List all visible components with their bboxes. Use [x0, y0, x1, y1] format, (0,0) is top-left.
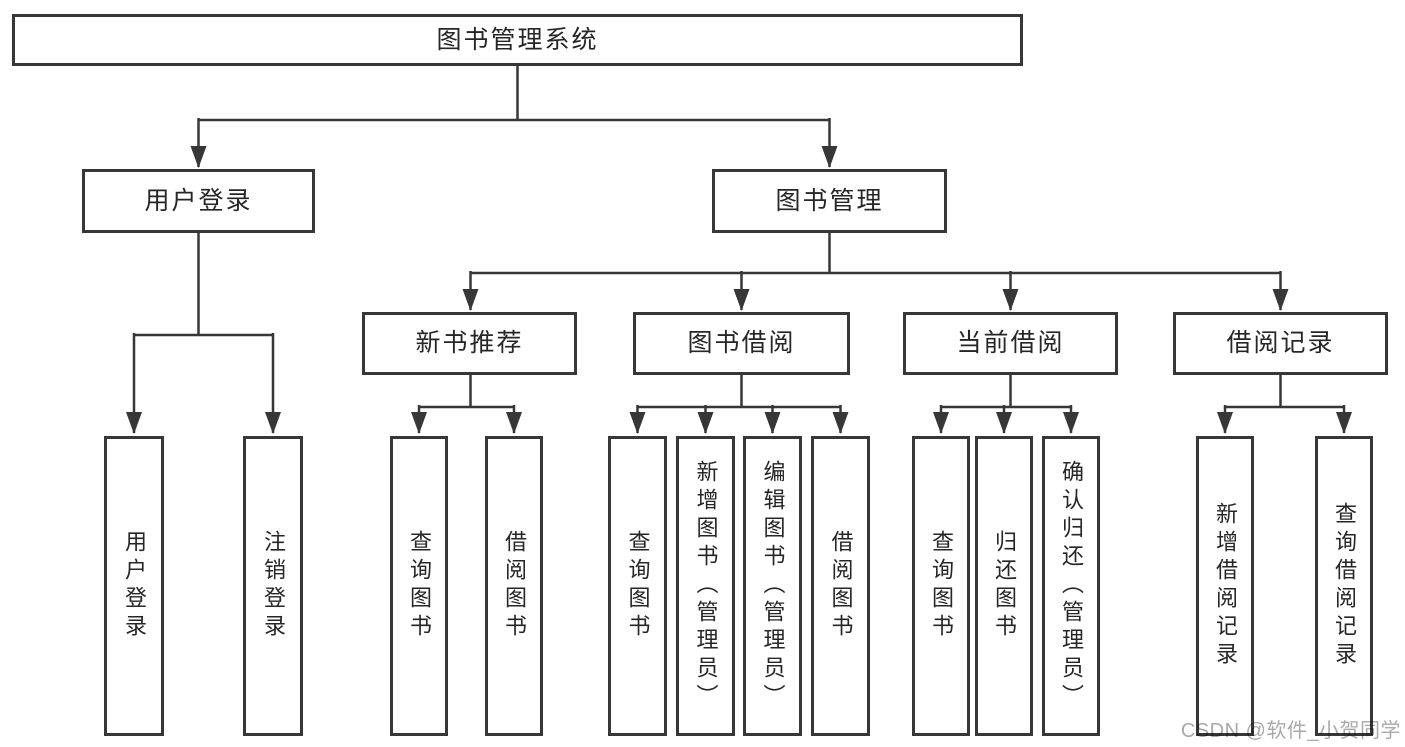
leaf-borrow-books-recommend-label: 借阅图书 — [502, 530, 527, 642]
edges-borrow-records-children — [1217, 375, 1352, 434]
leaf-add-borrow-record: 新增借阅记录 — [1196, 436, 1254, 736]
leaf-query-borrow-record: 查询借阅记录 — [1315, 436, 1373, 736]
leaf-edit-books: 编辑图书（管理员） — [743, 436, 802, 736]
leaf-logout: 注销登录 — [243, 436, 303, 736]
leaf-confirm-return-label: 确认归还（管理员） — [1059, 460, 1084, 712]
node-user-login: 用户登录 — [82, 169, 315, 233]
node-book-borrow-label: 图书借阅 — [687, 329, 796, 357]
leaf-borrow-books-borrow-label: 借阅图书 — [828, 530, 854, 642]
node-root: 图书管理系统 — [12, 14, 1023, 66]
leaf-user-login: 用户登录 — [104, 436, 164, 736]
leaf-query-books-borrow-label: 查询图书 — [625, 530, 651, 642]
leaf-query-books-borrow: 查询图书 — [608, 436, 667, 736]
node-new-book-recommend-label: 新书推荐 — [415, 329, 524, 357]
watermark: CSDN @软件_小贺同学 — [1180, 720, 1401, 742]
leaf-logout-label: 注销登录 — [261, 530, 286, 642]
node-book-borrow: 图书借阅 — [633, 312, 850, 375]
node-borrow-records-label: 借阅记录 — [1226, 329, 1335, 357]
node-current-borrow: 当前借阅 — [903, 312, 1118, 375]
leaf-user-login-label: 用户登录 — [122, 530, 147, 642]
leaf-borrow-books-borrow: 借阅图书 — [811, 436, 870, 736]
leaf-query-borrow-record-label: 查询借阅记录 — [1332, 502, 1357, 670]
leaf-query-books-recommend: 查询图书 — [390, 436, 448, 736]
edges-book-borrow-children — [629, 375, 849, 434]
leaf-add-borrow-record-label: 新增借阅记录 — [1213, 502, 1238, 670]
leaf-return-books-label: 归还图书 — [992, 530, 1017, 642]
leaf-query-books-recommend-label: 查询图书 — [407, 530, 432, 642]
edges-current-borrow-children — [933, 375, 1079, 434]
leaf-add-books-label: 新增图书（管理员） — [693, 460, 719, 712]
leaf-query-books-current-label: 查询图书 — [929, 530, 954, 642]
edges-new-book-recommend-children — [411, 375, 522, 434]
edges-root-to-level2 — [190, 66, 838, 168]
edges-user-login-children — [126, 233, 281, 434]
leaf-return-books: 归还图书 — [975, 436, 1033, 736]
node-root-label: 图书管理系统 — [436, 25, 599, 54]
node-book-management: 图书管理 — [712, 169, 947, 233]
leaf-confirm-return: 确认归还（管理员） — [1042, 436, 1100, 736]
node-user-login-label: 用户登录 — [144, 186, 253, 215]
leaf-edit-books-label: 编辑图书（管理员） — [760, 460, 786, 712]
leaf-query-books-current: 查询图书 — [912, 436, 970, 736]
node-new-book-recommend: 新书推荐 — [362, 312, 577, 375]
leaf-borrow-books-recommend: 借阅图书 — [485, 436, 543, 736]
node-book-management-label: 图书管理 — [775, 186, 884, 215]
node-current-borrow-label: 当前借阅 — [956, 329, 1065, 357]
edges-book-management-children — [462, 233, 1289, 311]
leaf-add-books: 新增图书（管理员） — [676, 436, 735, 736]
node-borrow-records: 借阅记录 — [1173, 312, 1388, 375]
